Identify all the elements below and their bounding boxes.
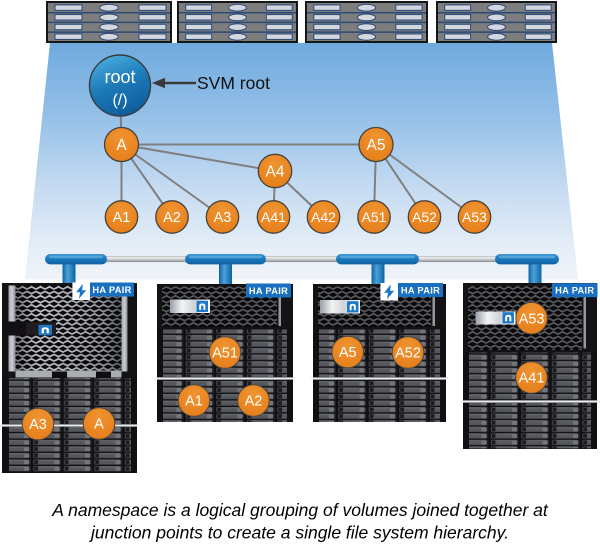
svg-text:A53: A53 bbox=[462, 209, 487, 225]
svg-text:HA PAIR: HA PAIR bbox=[555, 286, 594, 296]
svg-text:A51: A51 bbox=[362, 209, 387, 225]
svg-text:A: A bbox=[94, 417, 104, 433]
svg-text:A41: A41 bbox=[519, 371, 545, 387]
svg-text:A2: A2 bbox=[245, 394, 263, 410]
svg-text:A3: A3 bbox=[214, 210, 232, 226]
svg-text:A53: A53 bbox=[519, 311, 545, 327]
svg-text:HA PAIR: HA PAIR bbox=[249, 286, 288, 296]
svg-text:A52: A52 bbox=[412, 209, 437, 225]
svg-text:A2: A2 bbox=[163, 210, 181, 226]
svg-text:A3: A3 bbox=[29, 417, 47, 433]
svg-text:HA PAIR: HA PAIR bbox=[401, 285, 440, 295]
svg-text:A1: A1 bbox=[113, 210, 131, 226]
svg-text:(/): (/) bbox=[112, 92, 127, 109]
svg-text:A52: A52 bbox=[395, 346, 421, 362]
svg-text:junction points to create a si: junction points to create a single file … bbox=[89, 523, 509, 543]
svg-text:A namespace is a logical group: A namespace is a logical grouping of vol… bbox=[51, 500, 549, 520]
svg-text:A51: A51 bbox=[212, 346, 238, 362]
svg-text:A41: A41 bbox=[261, 209, 286, 225]
svg-text:A42: A42 bbox=[311, 209, 336, 225]
svg-text:SVM root: SVM root bbox=[197, 73, 270, 93]
svg-text:A1: A1 bbox=[185, 394, 203, 410]
svg-text:A: A bbox=[116, 137, 127, 154]
svg-text:HA PAIR: HA PAIR bbox=[92, 285, 131, 295]
svg-text:root: root bbox=[104, 67, 135, 87]
svg-text:A5: A5 bbox=[339, 345, 357, 361]
svg-text:A5: A5 bbox=[367, 137, 386, 154]
svg-text:A4: A4 bbox=[266, 164, 285, 181]
